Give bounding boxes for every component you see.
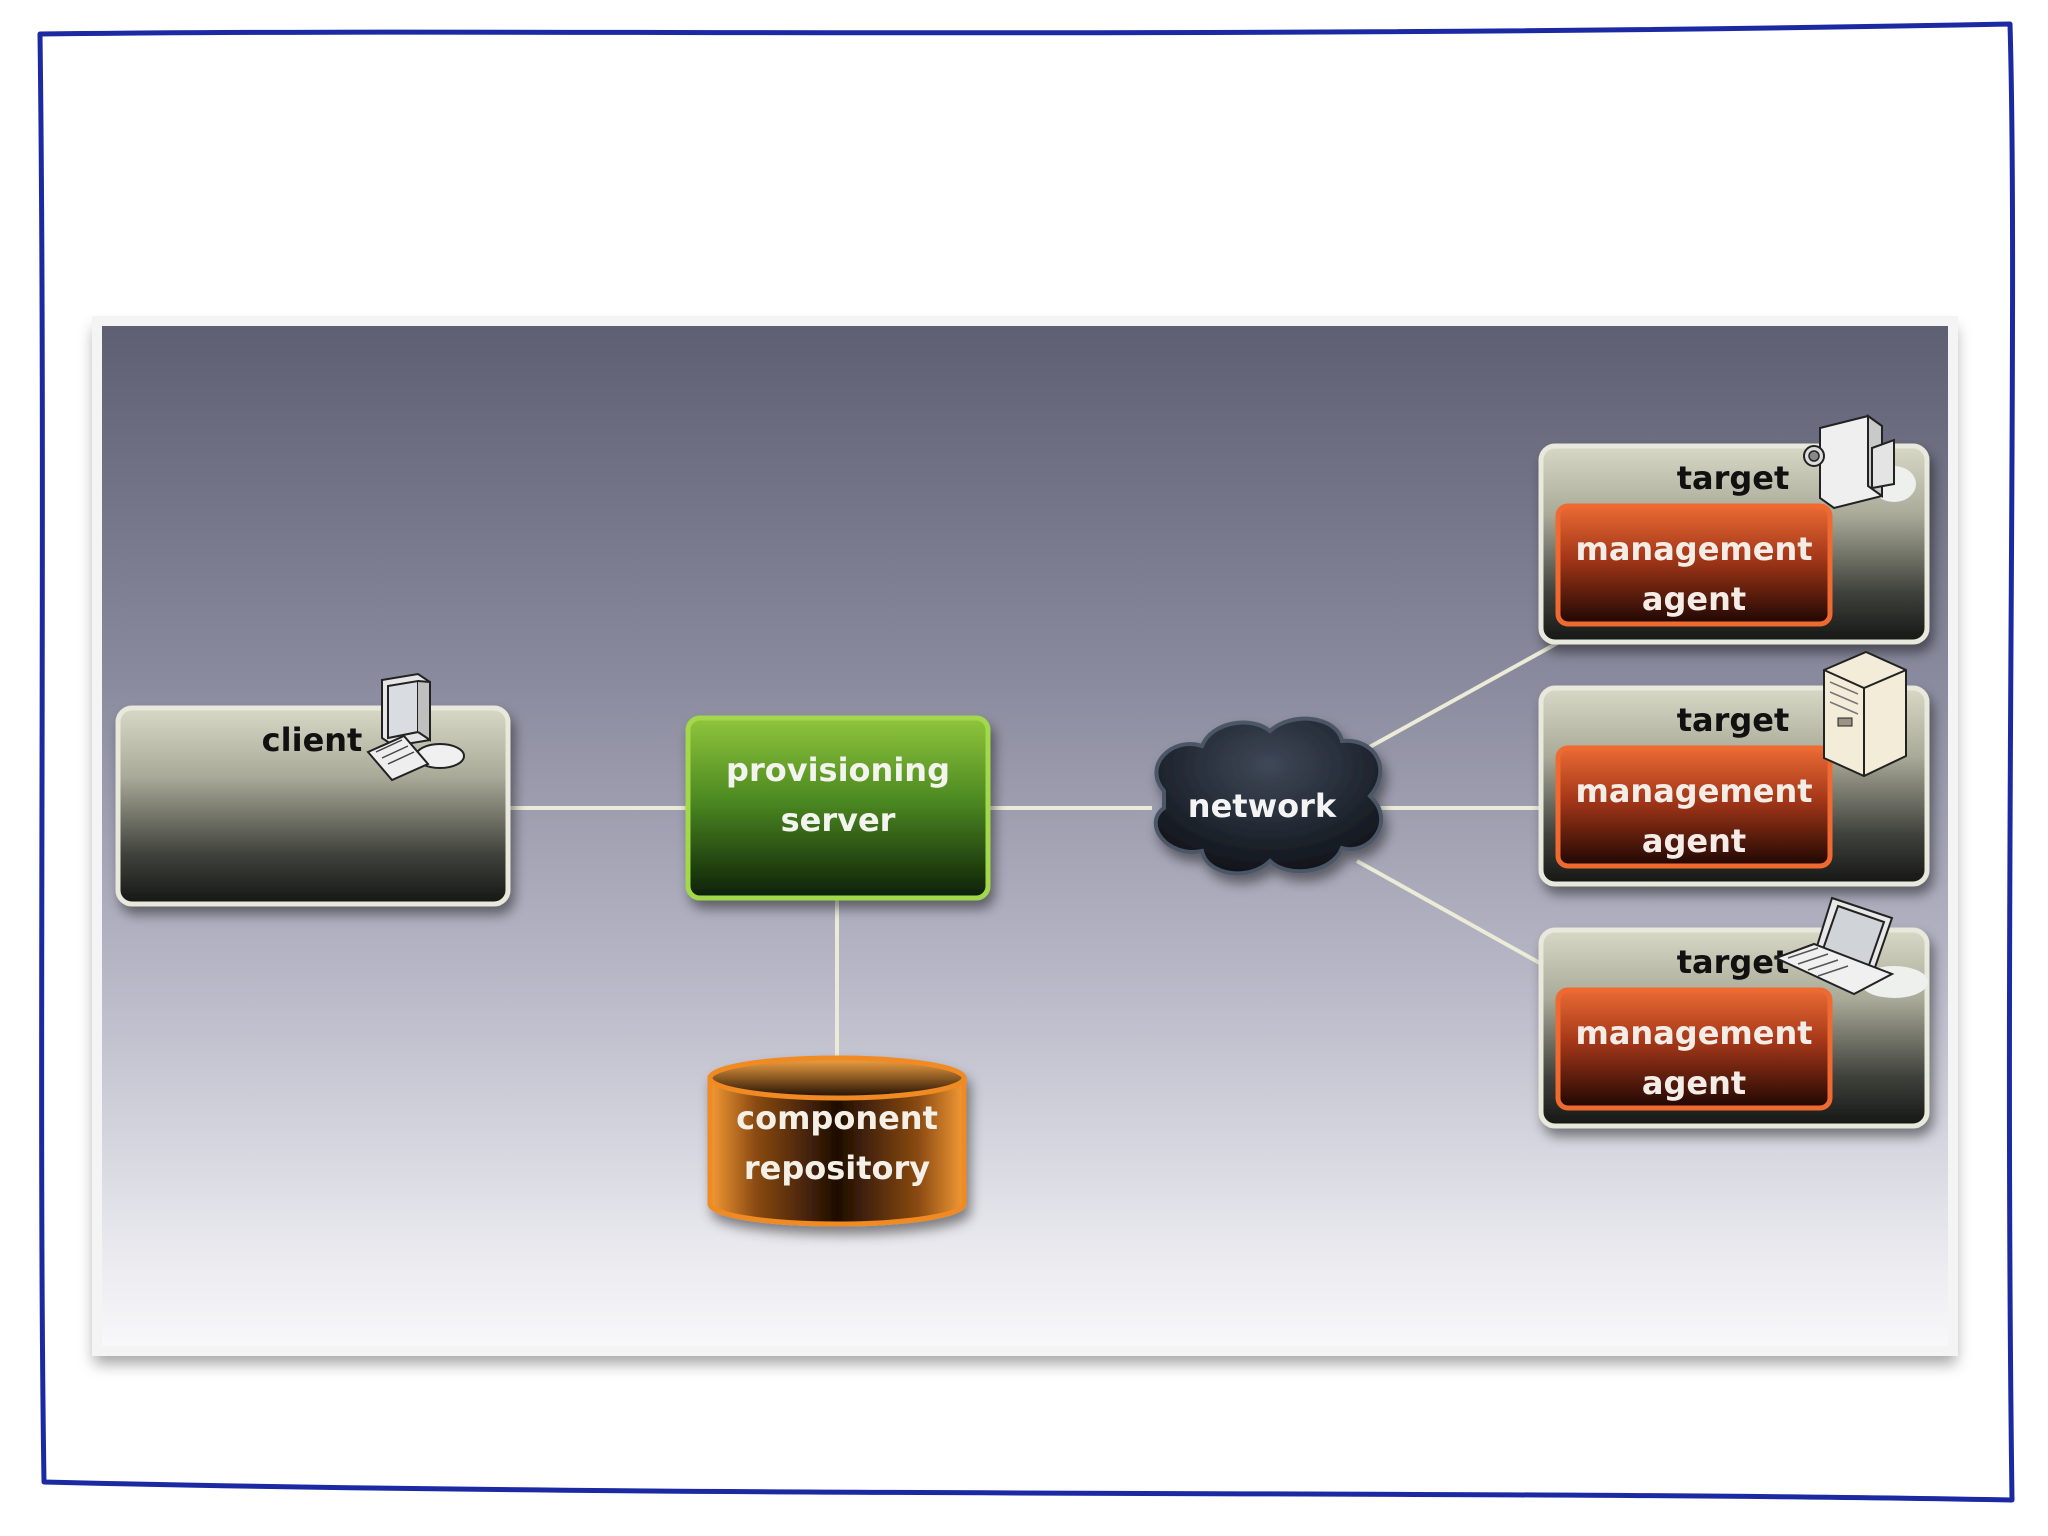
client-node: client [115,672,511,907]
target-node: target management agent [1538,650,1930,887]
laptop-icon [1773,896,1928,998]
component-repository-node: component repository [707,1055,967,1227]
server-tower-icon [1823,650,1907,778]
agent-label-line-2: agent [1642,580,1746,618]
desktop-computer-icon [366,672,465,782]
repository-label-line-1: component [736,1099,938,1137]
agent-label-line-1: management [1575,1014,1812,1052]
target-label: target [1677,701,1790,739]
provisioning-server-label-line-1: provisioning [726,751,950,789]
agent-label-line-1: management [1575,530,1812,568]
agent-label-line-1: management [1575,772,1812,810]
network-node: network [1153,716,1384,876]
target-node: target management agent [1538,896,1930,1129]
agent-label-line-2: agent [1642,822,1746,860]
client-label: client [262,721,363,759]
agent-label-line-2: agent [1642,1064,1746,1102]
provisioning-server-node: provisioning server [685,715,991,901]
target-label: target [1677,459,1790,497]
provisioning-server-label-line-2: server [781,801,896,839]
repository-label-line-2: repository [744,1149,930,1187]
link-network-target-1 [1356,623,1591,756]
network-label: network [1188,787,1337,825]
links [510,623,1591,1058]
target-label: target [1677,943,1790,981]
target-node: target management agent [1538,414,1930,645]
diagram-slide: client provisioning server component rep… [102,326,1948,1346]
video-camera-icon [1803,414,1916,510]
